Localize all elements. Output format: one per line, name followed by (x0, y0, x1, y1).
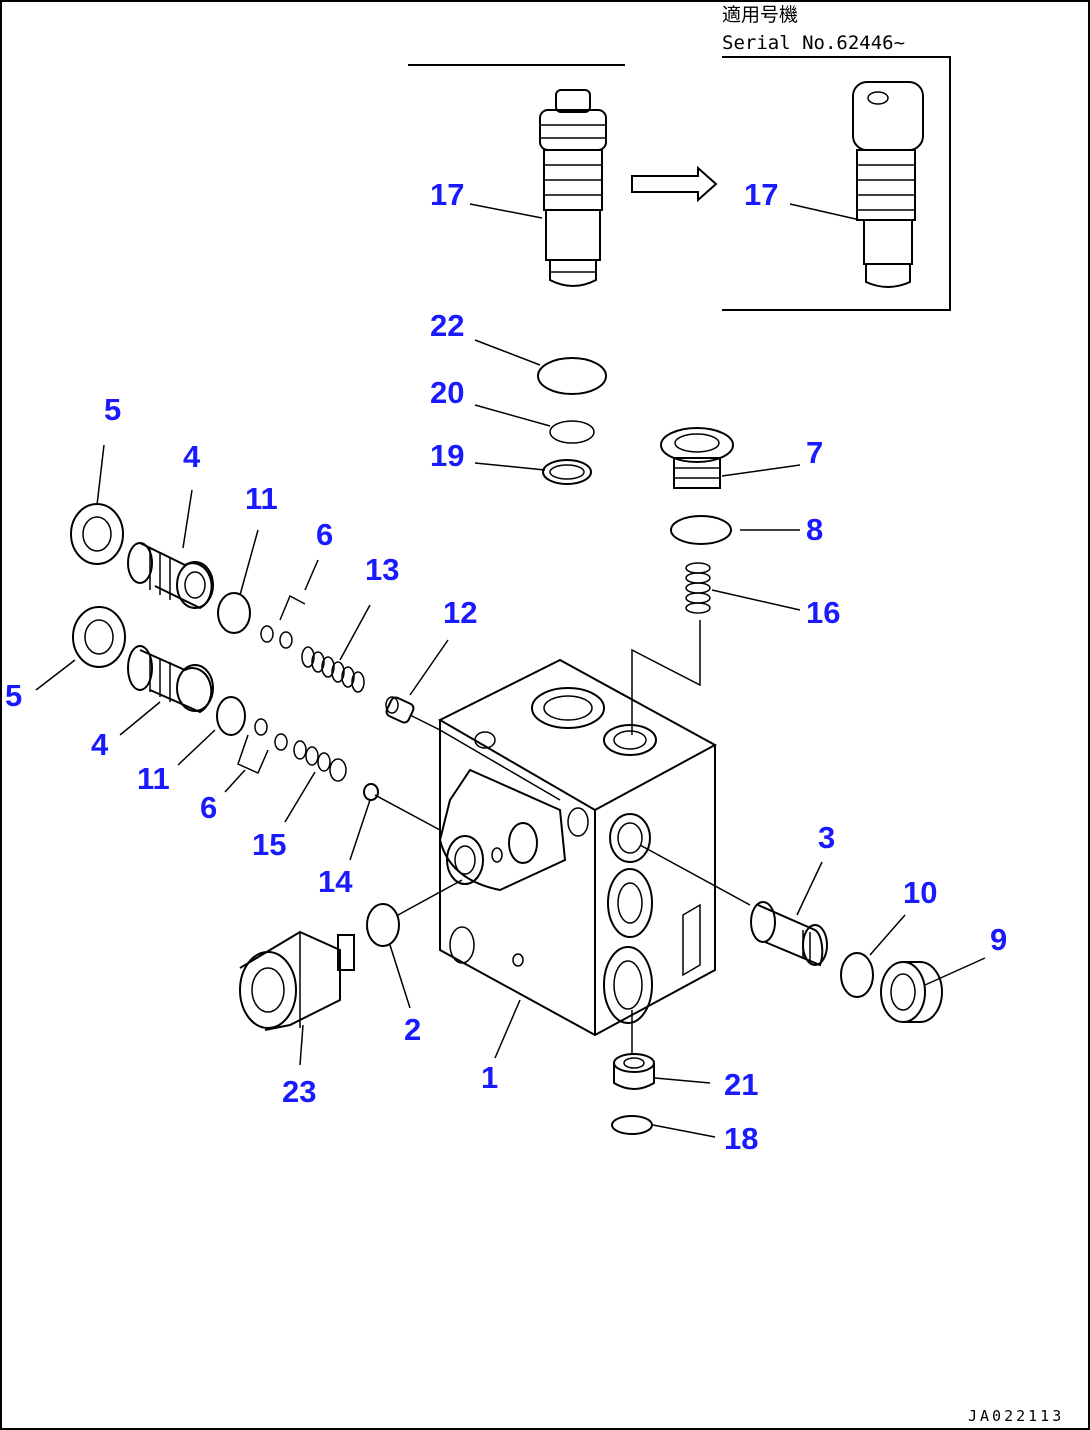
part-6-lower (237, 718, 288, 774)
leader-lines (35, 203, 986, 1138)
callout-15: 15 (252, 827, 286, 862)
callout-5-lower: 5 (5, 678, 22, 713)
assembly-lines (374, 620, 751, 1055)
callout-1: 1 (481, 1060, 498, 1095)
callout-6-lower: 6 (200, 790, 217, 825)
new-part-frame (722, 56, 951, 311)
part-12 (385, 696, 415, 724)
part-15 (293, 740, 347, 782)
part-19 (549, 420, 595, 444)
part-11-lower (216, 696, 246, 736)
part-17-new (852, 81, 924, 288)
callout-7: 7 (806, 435, 823, 470)
part-21 (613, 1053, 655, 1090)
part-10 (840, 952, 874, 998)
callout-12: 12 (443, 595, 477, 630)
part-18 (542, 459, 592, 485)
callout-11-lower: 11 (137, 761, 170, 796)
callout-3: 3 (818, 820, 835, 855)
part-9 (880, 961, 943, 1023)
part-14 (363, 783, 379, 801)
callout-16: 16 (806, 595, 840, 630)
callout-23: 23 (282, 1074, 316, 1109)
callout-2: 2 (404, 1012, 421, 1047)
part-6-upper (260, 594, 306, 649)
callout-4-upper: 4 (183, 439, 201, 474)
callout-4-lower: 4 (91, 727, 109, 762)
part-5-upper (70, 503, 124, 565)
callout-18: 19 (430, 438, 464, 473)
callout-17-old: 17 (430, 177, 464, 212)
part-23 (239, 930, 355, 1031)
callout-8: 8 (806, 512, 823, 547)
drawing-code: JA022113 (968, 1407, 1064, 1425)
callout-22: 18 (724, 1121, 758, 1156)
callout-11-upper: 11 (245, 481, 278, 516)
part-13 (301, 646, 365, 693)
callout-20: 22 (430, 308, 464, 343)
callout-5-upper: 5 (104, 392, 121, 427)
part-17-old (539, 89, 607, 287)
part-20 (537, 357, 607, 395)
part-11-upper (217, 592, 251, 634)
part-3 (750, 901, 828, 967)
part-16 (685, 562, 711, 614)
serial-note-line1: 適用号機 (722, 4, 798, 26)
callout-17-new: 17 (744, 177, 778, 212)
callout-9: 9 (990, 922, 1007, 957)
part-4-upper (127, 542, 214, 610)
callout-labels: 17 17 22 20 19 5 4 11 6 13 12 7 8 16 5 4… (5, 177, 1007, 1156)
part-5-lower (72, 606, 126, 668)
callout-21: 21 (724, 1067, 758, 1102)
part-22 (611, 1115, 653, 1135)
update-arrow (631, 165, 718, 203)
part-2 (366, 903, 400, 947)
callout-13: 13 (365, 552, 399, 587)
part-8 (670, 515, 732, 545)
serial-note-line2: Serial No.62446~ (722, 32, 905, 54)
callout-10: 10 (903, 875, 937, 910)
part-7 (660, 427, 734, 489)
part-1-valve-body (437, 658, 718, 1037)
part-4-lower (127, 645, 214, 714)
callout-14: 14 (318, 864, 353, 899)
callout-6-upper: 6 (316, 517, 333, 552)
callout-19: 20 (430, 375, 464, 410)
